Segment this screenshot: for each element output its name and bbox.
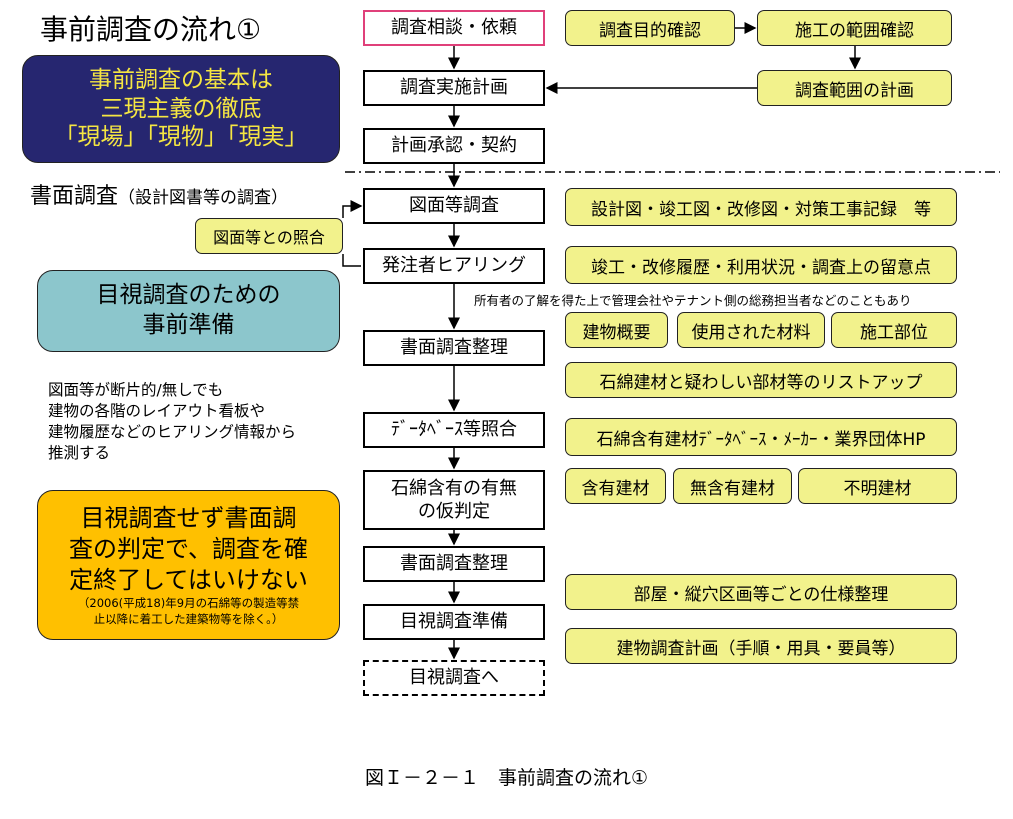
principle-box: 事前調査の基本は 三現主義の徹底 「現場」「現物」「現実」 [22, 55, 340, 163]
flow-step-to-visual: 目視調査へ [363, 660, 545, 696]
guess-text: 図面等が断片的/無しでも 建物の各階のレイアウト看板や 建物履歴などのヒアリング… [48, 380, 296, 464]
no-asbestos: 無含有建材 [673, 468, 792, 504]
section-label-main: 書面調査 [30, 184, 119, 209]
figure-caption: 図Ｉ－２－１ 事前調査の流れ① [364, 767, 649, 789]
section-label: 書面調査（設計図書等の調査） [30, 178, 288, 210]
flow-step-document-organize-2: 書面調査整理 [363, 546, 545, 582]
flow-step-hearing: 発注者ヒアリング [363, 248, 545, 284]
flow-step-plan: 調査実施計画 [363, 70, 545, 106]
warning-line: 査の判定で、調査を確 [68, 534, 309, 563]
section-label-sub: （設計図書等の調査） [118, 188, 289, 208]
construction-parts: 施工部位 [831, 312, 957, 348]
guess-line: 建物履歴などのヒアリング情報から [48, 423, 297, 441]
guess-line: 推測する [48, 444, 111, 462]
purpose-check: 調査目的確認 [565, 10, 735, 46]
history-list: 竣工・改修履歴・利用状況・調査上の留意点 [565, 246, 957, 284]
contains-asbestos: 含有建材 [565, 468, 666, 504]
suspect-materials-listup: 石綿建材と疑わしい部材等のリストアップ [565, 362, 957, 398]
flow-step-visual-prep: 目視調査準備 [363, 604, 545, 640]
visual-prep-line: 事前準備 [142, 312, 235, 338]
visual-prep-box: 目視調査のための 事前準備 [37, 270, 340, 352]
drawings-list: 設計図・竣工図・改修図・対策工事記録 等 [565, 188, 957, 226]
warning-line: 定終了してはいけない [69, 566, 308, 595]
collation-box: 図面等との照合 [195, 218, 343, 254]
building-overview: 建物概要 [565, 312, 668, 348]
scope-check: 施工の範囲確認 [757, 10, 952, 46]
page-title: 事前調査の流れ① [40, 13, 262, 46]
hearing-note: 所有者の了解を得た上で管理会社やテナント側の総務担当者などのこともあり [474, 293, 912, 308]
principle-line: 三現主義の徹底 [100, 95, 262, 122]
database-sources: 石綿含有建材ﾃﾞｰﾀﾍﾞｰｽ・ﾒｰｶｰ・業界団体HP [565, 418, 957, 456]
scope-plan: 調査範囲の計画 [757, 70, 952, 106]
guess-line: 図面等が断片的/無しでも [48, 381, 224, 399]
survey-plan: 建物調査計画（手順・用具・要員等） [565, 628, 957, 664]
used-materials: 使用された材料 [677, 312, 825, 348]
room-specs: 部屋・縦穴区画等ごとの仕様整理 [565, 574, 957, 610]
visual-prep-line: 目視調査のための [96, 282, 281, 309]
flow-step-drawings: 図面等調査 [363, 188, 545, 224]
warning-line: 目視調査せず書面調 [80, 503, 297, 532]
flow-step-contract: 計画承認・契約 [363, 128, 545, 164]
flow-step-document-organize: 書面調査整理 [363, 330, 545, 366]
warning-note: 止以降に着工した建築物等を除く。） [93, 611, 284, 626]
flow-step-provisional-judgment: 石綿含有の有無の仮判定 [363, 470, 545, 530]
warning-note: （2006(平成18)年9月の石綿等の製造等禁 [77, 596, 300, 611]
flow-step-consult: 調査相談・依頼 [363, 10, 545, 46]
unknown-materials: 不明建材 [798, 468, 957, 504]
principle-line: 事前調査の基本は [89, 66, 273, 93]
guess-line: 建物の各階のレイアウト看板や [48, 402, 266, 420]
flow-step-database: ﾃﾞｰﾀﾍﾞｰｽ等照合 [363, 412, 545, 448]
principle-line: 「現場」「現物」「現実」 [54, 124, 308, 151]
warning-box: 目視調査せず書面調 査の判定で、調査を確 定終了してはいけない （2006(平成… [37, 490, 340, 640]
